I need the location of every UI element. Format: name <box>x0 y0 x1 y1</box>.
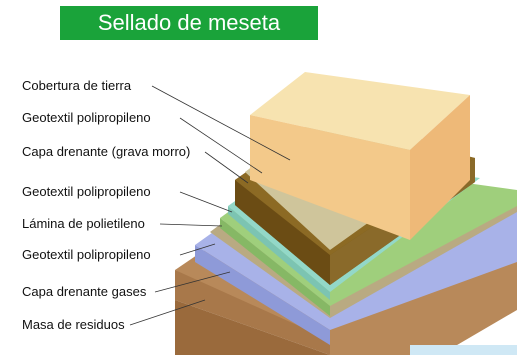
label-cobertura-de-tierra: Cobertura de tierra <box>22 78 132 93</box>
label-lamina-polietileno: Lámina de polietileno <box>22 216 145 231</box>
label-masa-de-residuos: Masa de residuos <box>22 317 125 332</box>
label-capa-drenante-gases: Capa drenante gases <box>22 284 147 299</box>
label-geotextil-3: Geotextil polipropileno <box>22 247 151 262</box>
diagram-title: Sellado de meseta <box>60 6 318 40</box>
leader-lines <box>129 85 291 326</box>
label-geotextil-1: Geotextil polipropileno <box>22 110 151 125</box>
label-capa-drenante-grava: Capa drenante (grava morro) <box>22 144 191 159</box>
label-geotextil-2: Geotextil polipropileno <box>22 184 151 199</box>
corner-accent <box>410 345 517 355</box>
layer-cobertura-de-tierra <box>250 72 470 240</box>
